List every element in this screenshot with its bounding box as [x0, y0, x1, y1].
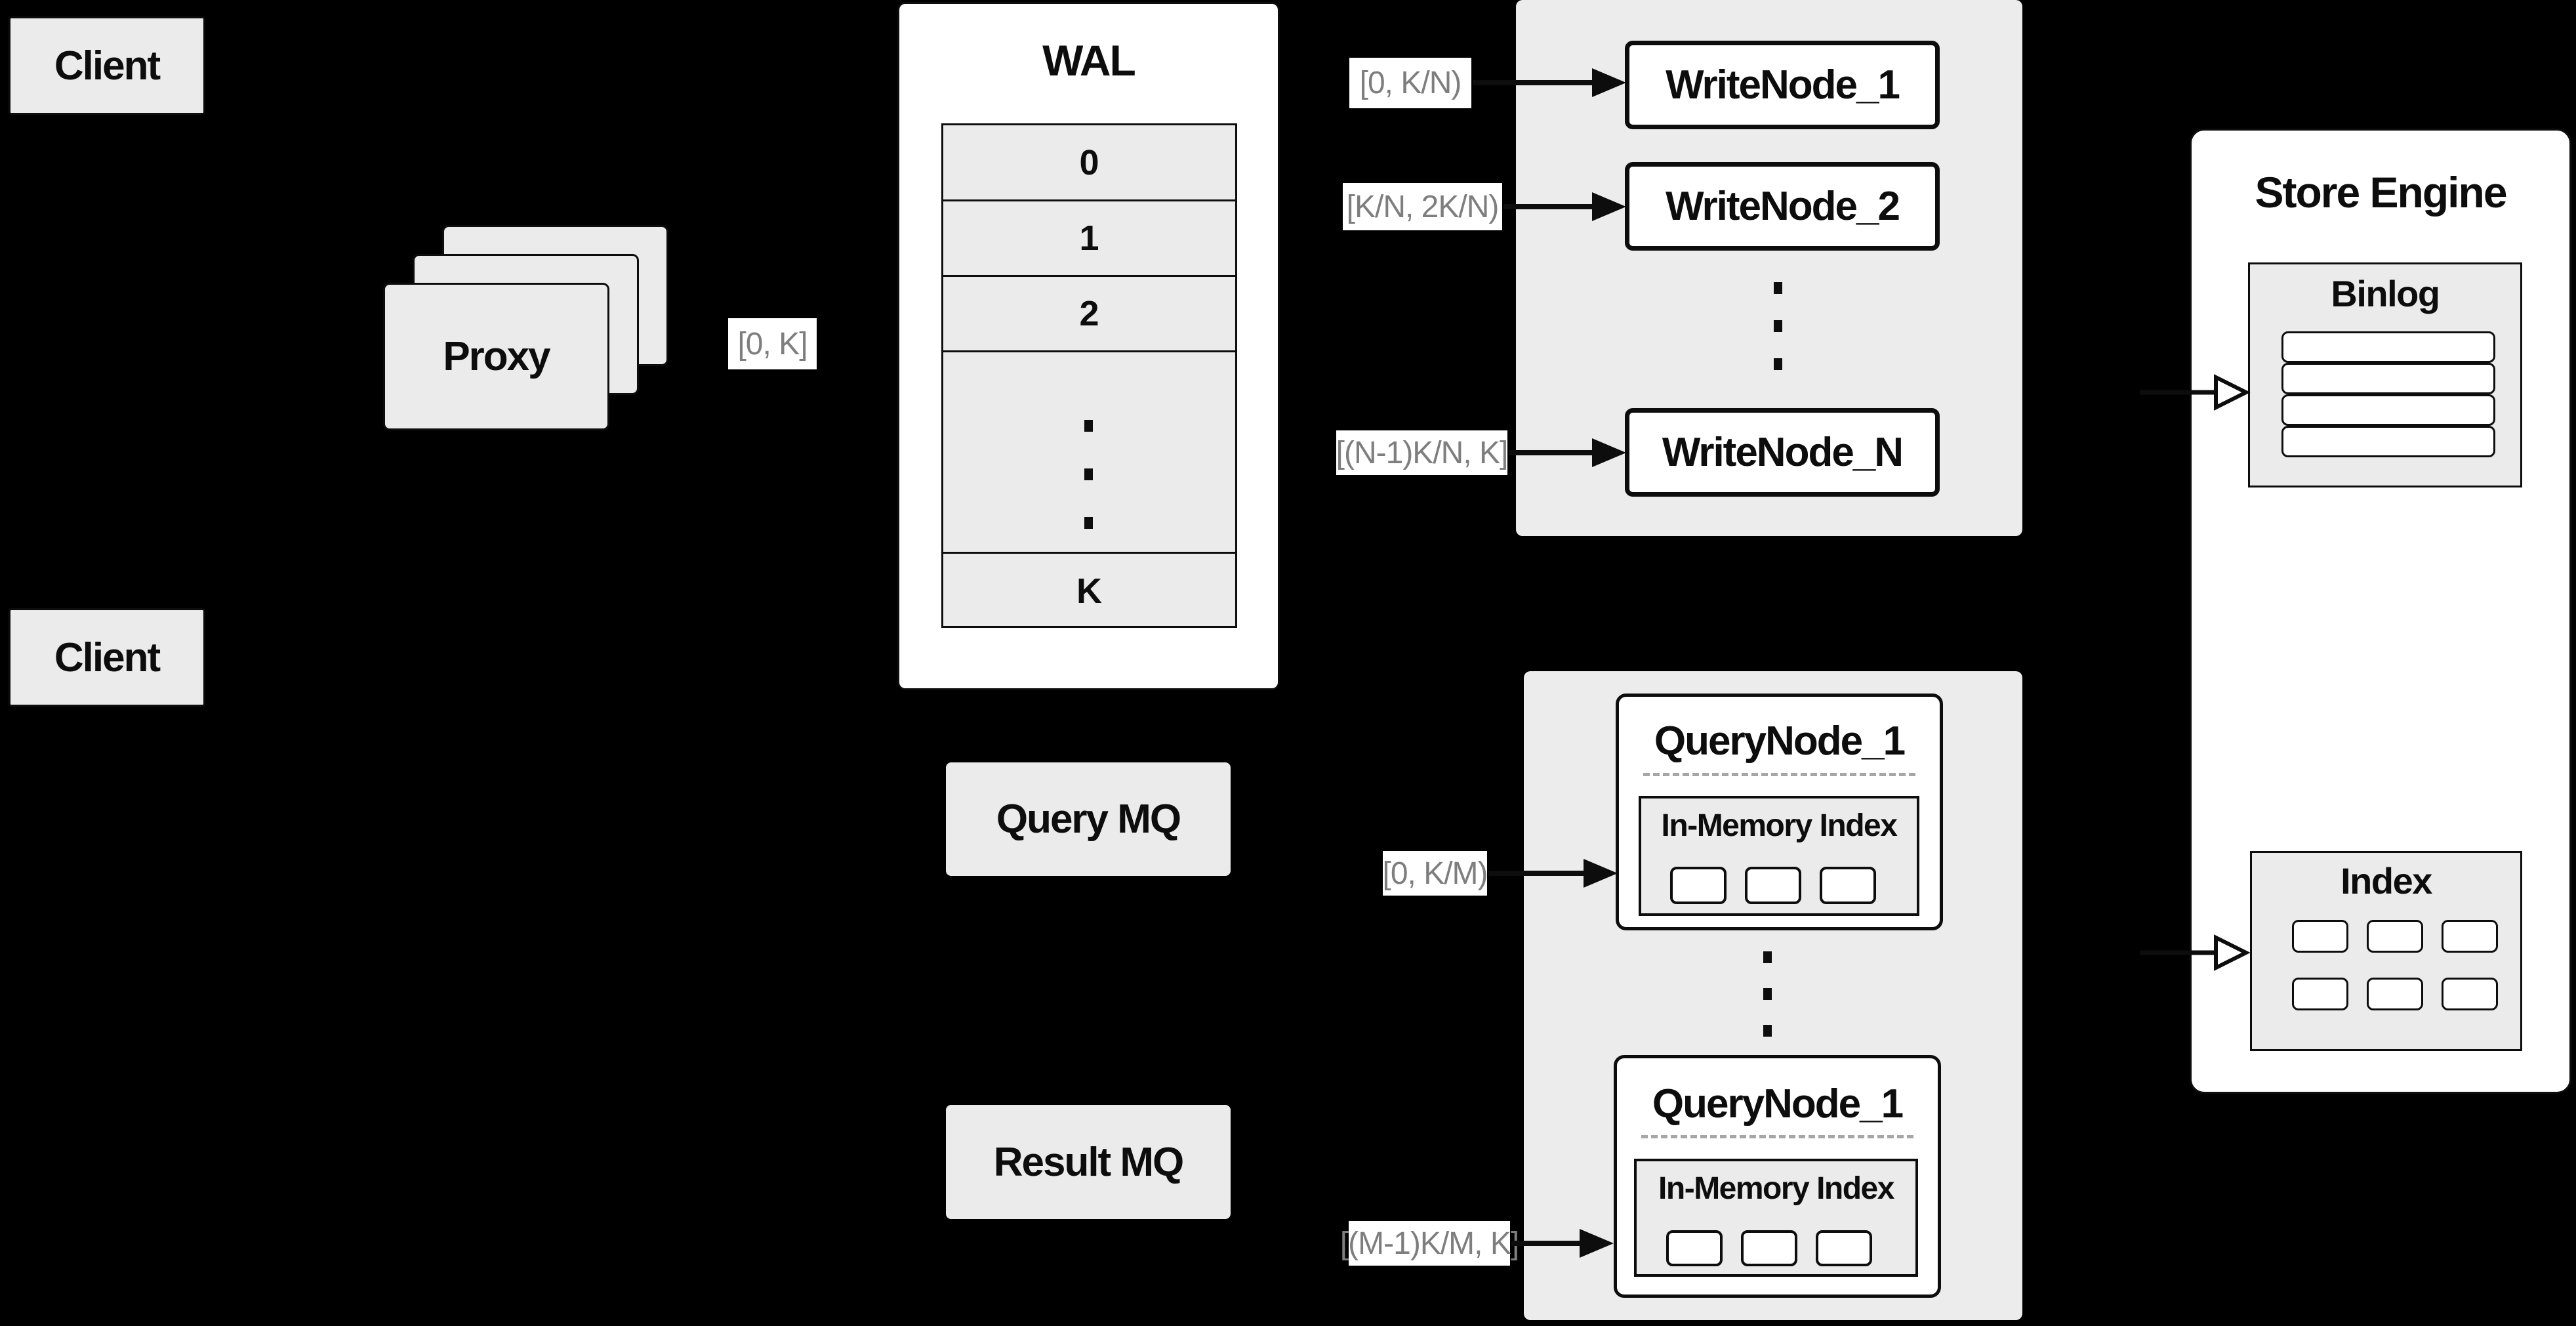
- query-node-top-divider: [1643, 773, 1915, 776]
- wal-ellipsis-dot: [1084, 517, 1093, 529]
- proxy-node-label: Proxy: [443, 334, 550, 379]
- query-node-top-title: QueryNode_1: [1654, 718, 1906, 764]
- client-node-top: Client: [9, 16, 205, 115]
- edge-label-query-mq-to-query-node-text: [0, K/M): [1382, 856, 1488, 891]
- store-index-cell: [2442, 920, 2498, 953]
- edge-label-wal-to-write-node-n-text: [(N-1)K/N, K]: [1336, 435, 1509, 470]
- query-node-bottom-title: QueryNode_1: [1652, 1081, 1904, 1127]
- edge-label-query-mq-to-query-node: [0, K/M): [1382, 851, 1488, 896]
- in-memory-index-top-title: In-Memory Index: [1661, 808, 1898, 843]
- edge-label-proxy-to-wal: [0, K]: [728, 318, 817, 369]
- store-engine-title: Store Engine: [2255, 168, 2507, 217]
- wal-ellipsis-dot: [1084, 468, 1093, 480]
- write-node-n-label: WriteNode_N: [1662, 430, 1904, 475]
- index-segment-cell: [1666, 1230, 1723, 1266]
- in-memory-index-bottom-title: In-Memory Index: [1658, 1171, 1894, 1206]
- wal-segment-table: 0 1 2 K: [941, 123, 1237, 628]
- store-index-cell: [2442, 978, 2498, 1010]
- index-segment-cell: [1670, 867, 1727, 904]
- wal-segment-row-0: 0: [943, 125, 1235, 199]
- edge-label-wal-to-write-node-1: [0, K/N): [1349, 58, 1471, 108]
- edge-label-result-mq-to-query-node-text: [(M-1)K/M, K]: [1339, 1226, 1519, 1261]
- edge-label-wal-to-write-node-n: [(N-1)K/N, K]: [1336, 430, 1509, 475]
- binlog-title: Binlog: [2331, 273, 2440, 314]
- index-segment-cell: [1741, 1230, 1797, 1266]
- edge-label-wal-to-write-node-1-text: [0, K/N): [1359, 66, 1462, 100]
- result-mq-node: Result MQ: [946, 1105, 1231, 1219]
- edge-label-result-mq-to-query-node: [(M-1)K/M, K]: [1340, 1221, 1519, 1266]
- wal-segment-row-2-label: 2: [1079, 294, 1099, 333]
- wal-segment-row-k: K: [943, 552, 1235, 628]
- query-group-ellipsis-dot: [1763, 1025, 1772, 1037]
- edge-label-proxy-to-wal-text: [0, K]: [737, 326, 808, 362]
- write-node-2: WriteNode_2: [1625, 162, 1940, 251]
- proxy-node: Proxy: [383, 283, 609, 430]
- query-node-bottom-divider: [1641, 1135, 1913, 1138]
- index-segment-cell: [1820, 867, 1876, 904]
- binlog-segment-bar: [2281, 394, 2495, 426]
- result-mq-label: Result MQ: [993, 1139, 1185, 1185]
- index-segment-cell: [1745, 867, 1801, 904]
- client-node-bottom-label: Client: [54, 634, 161, 680]
- binlog-segment-bar: [2281, 363, 2495, 394]
- wal-ellipsis-dot: [1084, 420, 1093, 432]
- query-mq-label: Query MQ: [996, 797, 1181, 842]
- store-index-cell: [2367, 920, 2423, 953]
- wal-segment-row-ellipsis: [943, 350, 1235, 552]
- write-group-ellipsis-dot: [1774, 358, 1782, 370]
- write-node-1-label: WriteNode_1: [1666, 62, 1900, 108]
- binlog-segment-bar: [2281, 426, 2495, 457]
- store-index-title: Index: [2341, 860, 2432, 901]
- query-group-ellipsis-dot: [1763, 951, 1772, 963]
- store-index-cell: [2292, 978, 2348, 1010]
- query-group-ellipsis-dot: [1763, 988, 1772, 1000]
- wal-segment-row-2: 2: [943, 275, 1235, 350]
- wal-segment-row-1: 1: [943, 199, 1235, 275]
- wal-segment-row-1-label: 1: [1079, 218, 1099, 258]
- client-node-top-label: Client: [54, 43, 161, 89]
- wal-title: WAL: [1042, 36, 1136, 85]
- store-index-cell: [2292, 920, 2348, 953]
- edge-label-wal-to-write-node-2: [K/N, 2K/N): [1343, 183, 1502, 230]
- store-index-cell: [2367, 978, 2423, 1010]
- write-node-n: WriteNode_N: [1625, 408, 1940, 497]
- index-segment-cell: [1816, 1230, 1872, 1266]
- wal-segment-row-k-label: K: [1076, 571, 1102, 611]
- binlog-segment-bar: [2281, 331, 2495, 363]
- query-mq-node: Query MQ: [946, 762, 1231, 876]
- write-node-1: WriteNode_1: [1625, 41, 1940, 129]
- wal-segment-row-0-label: 0: [1079, 142, 1099, 182]
- client-node-bottom: Client: [9, 608, 205, 707]
- write-group-ellipsis-dot: [1774, 282, 1782, 294]
- write-group-ellipsis-dot: [1774, 320, 1782, 332]
- edge-label-wal-to-write-node-2-text: [K/N, 2K/N): [1346, 189, 1500, 224]
- write-node-2-label: WriteNode_2: [1666, 184, 1900, 229]
